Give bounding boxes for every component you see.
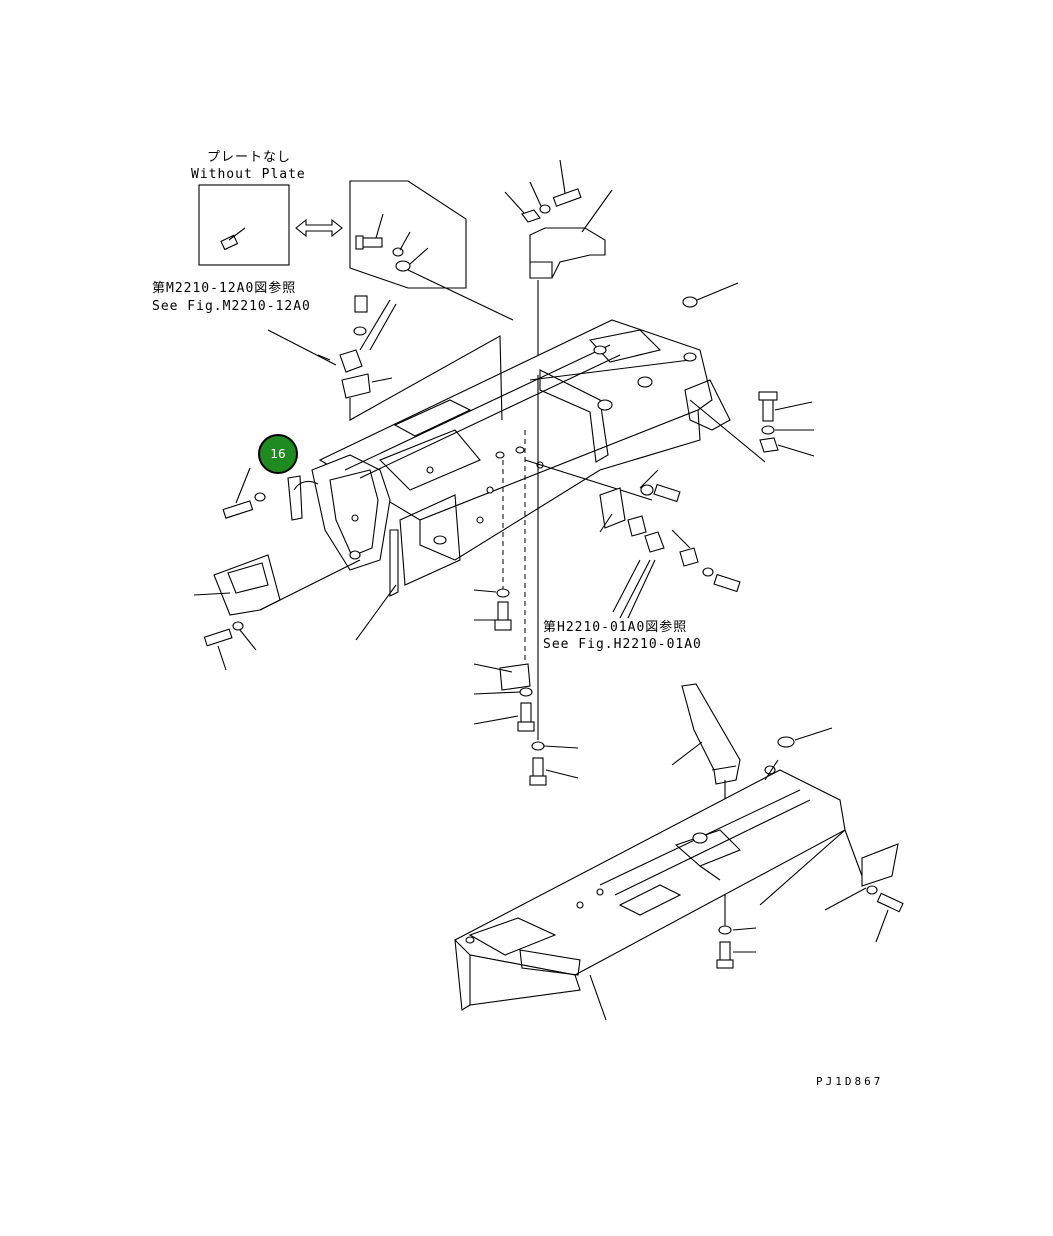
- right-side-parts: [599, 282, 815, 619]
- without-plate-label-en: Without Plate: [191, 167, 306, 182]
- main-frame: [311, 319, 766, 597]
- top-bracket: [504, 159, 613, 375]
- drawing-code: PJ1D867: [816, 1075, 884, 1088]
- left-side-parts: [193, 295, 503, 671]
- without-plate-detail: [198, 184, 290, 266]
- reference-m-label-jp: 第M2210-12A0図参照: [152, 281, 297, 296]
- reference-m-label-en: See Fig.M2210-12A0: [152, 299, 311, 314]
- lower-frame: [454, 683, 904, 1021]
- with-plate-detail: [349, 180, 514, 321]
- reference-h-label-en: See Fig.H2210-01A0: [543, 637, 702, 652]
- double-arrow-icon: [295, 218, 343, 238]
- center-hardware-stack: [473, 375, 653, 786]
- without-plate-label-jp: プレートなし: [207, 150, 292, 165]
- reference-h-label-jp: 第H2210-01A0図参照: [543, 620, 688, 635]
- part-callout-16[interactable]: 16: [258, 434, 298, 474]
